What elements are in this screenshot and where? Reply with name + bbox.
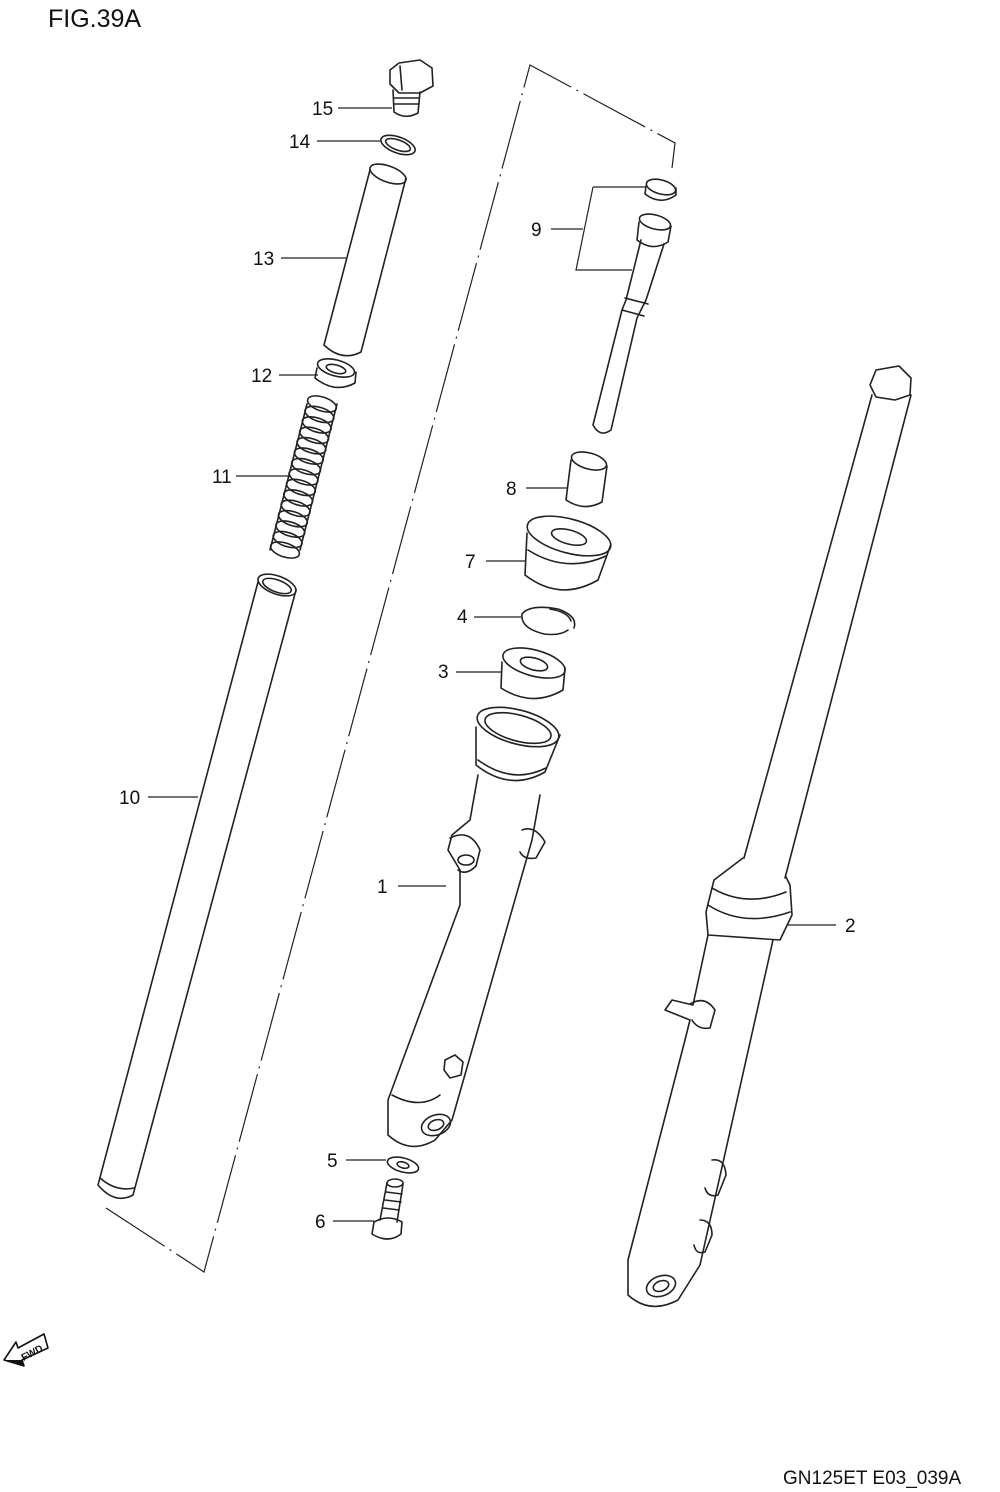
- spring-coil: [301, 415, 332, 434]
- figure-code: GN125ET E03_039A: [783, 1468, 961, 1489]
- assembly-frame: [105, 64, 676, 1273]
- spring-edge: [269, 403, 308, 551]
- part-9-damper-rod: [592, 178, 677, 434]
- spring-coil: [298, 426, 330, 445]
- callout-2: 2: [845, 916, 856, 937]
- leader-lines: [148, 107, 836, 1222]
- callout-12: 12: [251, 366, 272, 387]
- spring-coil: [306, 395, 338, 413]
- part-6-bolt: [371, 1178, 404, 1240]
- spring-coil: [269, 541, 301, 559]
- part-13-spacer: [323, 163, 407, 357]
- part-14-o-ring: [380, 134, 416, 156]
- part-11-spring: [269, 395, 338, 559]
- spring-edge: [299, 403, 338, 551]
- spring-coil: [293, 447, 325, 466]
- callout-11: 11: [212, 467, 232, 488]
- callout-7: 7: [465, 552, 476, 573]
- spring-coil: [290, 457, 322, 476]
- fwd-arrow-icon: FWD: [3, 1333, 49, 1367]
- spring-coil: [288, 468, 319, 486]
- callout-5: 5: [327, 1151, 338, 1172]
- part-1-outer-tube: [387, 706, 561, 1148]
- spring-coil: [275, 520, 306, 539]
- callout-4: 4: [457, 607, 468, 628]
- callout-14: 14: [289, 132, 311, 153]
- part-12-seat: [314, 358, 357, 389]
- figure-title: FIG.39A: [48, 5, 141, 33]
- callout-9: 9: [531, 220, 542, 241]
- part-2-fork-assembly: [627, 365, 912, 1308]
- callout-15: 15: [312, 99, 333, 120]
- spring-coil: [282, 488, 314, 507]
- part-15-cap-bolt: [389, 59, 434, 118]
- part-4-snap-ring: [521, 606, 576, 636]
- spring-coil: [296, 436, 327, 455]
- callout-8: 8: [506, 479, 517, 500]
- part-8-rod-piece: [565, 451, 608, 508]
- callout-6: 6: [315, 1212, 326, 1233]
- part-7-dust-seal: [524, 515, 612, 591]
- callout-3: 3: [438, 662, 449, 683]
- spring-coil: [304, 405, 335, 424]
- part-10-inner-tube: [97, 573, 297, 1200]
- spring-coil: [285, 478, 317, 497]
- part-3-oil-seal: [500, 647, 566, 700]
- spring-coil: [272, 530, 303, 549]
- callout-13: 13: [253, 249, 274, 270]
- callout-1: 1: [377, 877, 388, 898]
- spring-coil: [280, 499, 311, 518]
- spring-coil: [277, 509, 309, 528]
- callout-labels: 15 14 13 12 11 10 9 8 7 4 3 1 2 5 6: [119, 99, 856, 1233]
- part-5-washer: [386, 1156, 420, 1174]
- callout-10: 10: [119, 788, 140, 809]
